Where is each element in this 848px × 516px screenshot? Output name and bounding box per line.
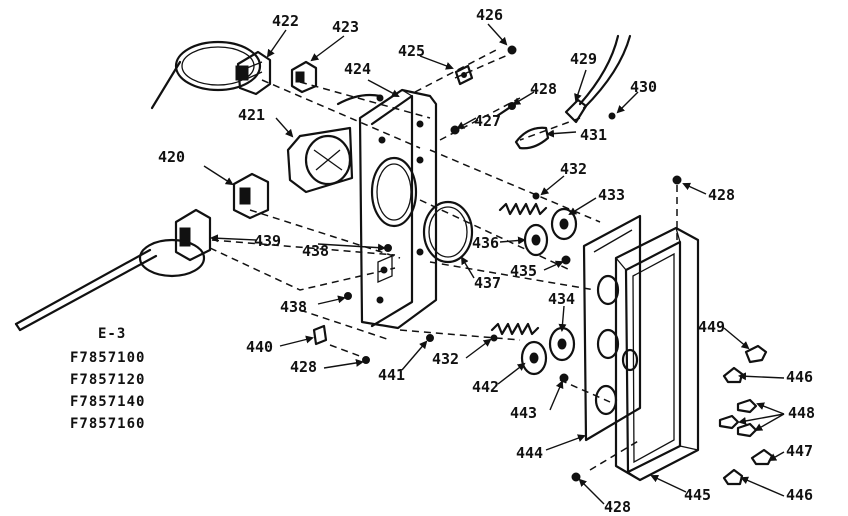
label-446-b: 446	[786, 486, 813, 504]
title-line-3: F7857120	[70, 372, 145, 388]
label-443: 443	[510, 404, 537, 422]
title-line-1: E-3	[98, 326, 126, 342]
assembly-guide-lines	[209, 47, 678, 471]
part-444-control-panel	[582, 214, 642, 442]
label-430: 430	[630, 78, 657, 96]
model-title-block: E-3 F7857100 F7857120 F7857140 F7857160	[70, 326, 145, 432]
label-427: 427	[474, 112, 501, 130]
label-438-a: 438	[302, 242, 329, 260]
label-428-b: 428	[708, 186, 735, 204]
part-420-switch	[232, 172, 270, 220]
label-420: 420	[158, 148, 185, 166]
label-433: 433	[598, 186, 625, 204]
label-432-a: 432	[560, 160, 587, 178]
label-431: 431	[580, 126, 607, 144]
label-442: 442	[472, 378, 499, 396]
part-425-clip	[454, 64, 474, 86]
knobs-446-449	[718, 344, 774, 486]
label-429: 429	[570, 50, 597, 68]
label-448: 448	[788, 404, 815, 422]
label-428-a: 428	[530, 80, 557, 98]
label-444: 444	[516, 444, 543, 462]
label-422: 422	[272, 12, 299, 30]
label-439: 439	[254, 232, 281, 250]
title-line-4: F7857140	[70, 394, 145, 410]
title-line-5: F7857160	[70, 416, 145, 432]
part-422-switch-with-coil	[150, 40, 272, 110]
label-437: 437	[474, 274, 501, 292]
springs-432	[490, 192, 548, 342]
screws-top	[450, 45, 517, 135]
label-445: 445	[684, 486, 711, 504]
label-428-d: 428	[604, 498, 631, 516]
part-423-switch	[290, 60, 318, 94]
label-434: 434	[548, 290, 575, 308]
part-445-trim-frame	[614, 226, 700, 482]
part-labels: 422 423 426 425 424 429 430 428 421 427 …	[158, 6, 815, 516]
part-424-mounting-bracket	[358, 88, 438, 330]
label-440: 440	[246, 338, 273, 356]
label-432-b: 432	[432, 350, 459, 368]
part-439-thermostat	[14, 208, 212, 332]
label-423: 423	[332, 18, 359, 36]
label-428-c: 428	[290, 358, 317, 376]
label-421: 421	[238, 106, 265, 124]
label-441: 441	[378, 366, 405, 384]
label-436: 436	[472, 234, 499, 252]
knob-washers-upper	[523, 207, 578, 265]
label-426: 426	[476, 6, 503, 24]
part-421-rotary-switch	[286, 93, 384, 194]
knob-washers-lower	[520, 326, 576, 383]
label-449: 449	[698, 318, 725, 336]
part-431-lamp-bulb	[514, 126, 550, 150]
part-437-ring	[422, 200, 474, 264]
part-429-lamp-socket	[564, 34, 632, 124]
title-line-2: F7857100	[70, 350, 145, 366]
label-438-b: 438	[280, 298, 307, 316]
label-435: 435	[510, 262, 537, 280]
label-425: 425	[398, 42, 425, 60]
leader-lines	[203, 23, 785, 505]
label-424: 424	[344, 60, 371, 78]
label-446-a: 446	[786, 368, 813, 386]
label-447: 447	[786, 442, 813, 460]
